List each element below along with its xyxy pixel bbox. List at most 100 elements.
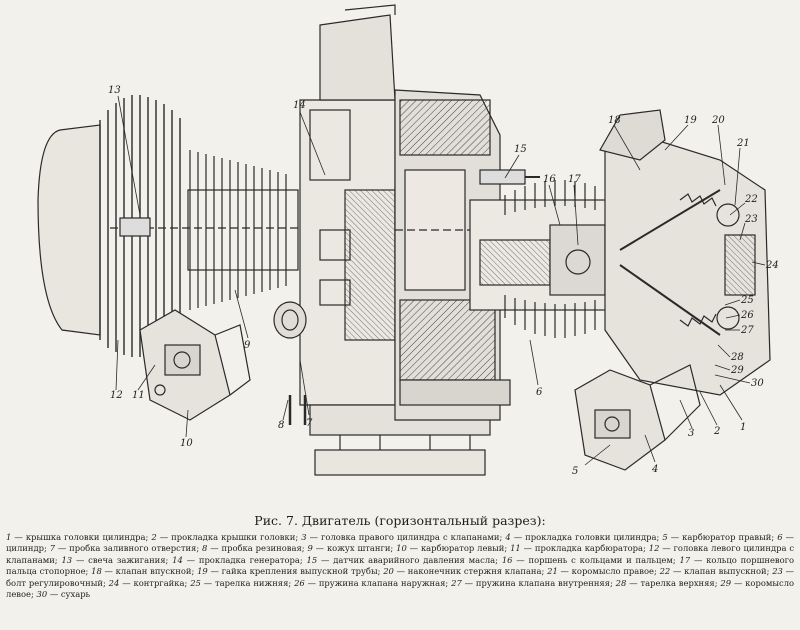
callout-3: 3 xyxy=(688,428,694,439)
legend-item-number: 18 xyxy=(91,566,102,577)
legend-item-number: 15 xyxy=(306,554,318,565)
engine-cross-section-figure: 13 14 15 16 17 18 19 20 21 22 23 24 25 2… xyxy=(37,4,779,477)
legend-item: 27 — пружина клапана внутренняя; xyxy=(451,577,613,588)
legend-item: 21 — коромысло правое; xyxy=(547,566,657,577)
legend-item: 5 — карбюратор правый; xyxy=(662,532,775,542)
callout-14: 14 xyxy=(293,100,306,111)
callout-4: 4 xyxy=(651,464,658,475)
callout-11: 11 xyxy=(132,390,145,401)
legend-item-number: 9 xyxy=(307,543,313,554)
callout-9: 9 xyxy=(244,340,251,351)
right-cylinder-fins xyxy=(504,180,596,338)
legend-item-number: 24 xyxy=(108,577,120,588)
figure-legend: 1 — крышка головки цилиндра; 2 — проклад… xyxy=(6,532,794,600)
legend-item-number: 20 xyxy=(383,566,394,577)
legend-item-number: 27 xyxy=(451,577,462,588)
callout-20: 20 xyxy=(711,115,725,126)
legend-item-number: 30 xyxy=(36,589,48,600)
legend-item: 6 — цилиндр; xyxy=(6,532,795,554)
callout-6: 6 xyxy=(536,387,543,398)
legend-item-text: тарелка нижняя; xyxy=(214,577,292,588)
legend-item: 18 — клапан впускной; xyxy=(91,566,195,577)
legend-item: 20 — наконечник стержня клапана; xyxy=(383,566,545,577)
right-head xyxy=(599,109,771,396)
legend-item-text: болт регулировочный; xyxy=(6,577,106,588)
callout-17: 17 xyxy=(568,174,581,185)
callout-12: 12 xyxy=(110,390,123,401)
legend-item-number: 16 xyxy=(501,554,513,565)
legend-item-number: 5 xyxy=(662,532,668,542)
legend-item-text: прокладка крышки головки; xyxy=(171,532,299,542)
engine-drawing: 13 14 15 16 17 18 19 20 21 22 23 24 25 2… xyxy=(37,4,779,477)
legend-item: 9 — кожух штанги; xyxy=(307,543,394,554)
legend-item: 23 — болт регулировочный; xyxy=(6,566,795,588)
callout-7: 7 xyxy=(306,418,313,429)
legend-item-text: свеча зажигания; xyxy=(88,554,169,565)
legend-item-text: пробка заливного отверстия; xyxy=(69,543,200,554)
legend-item: 2 — прокладка крышки головки; xyxy=(151,532,299,542)
crankcase-cutaway xyxy=(394,89,560,421)
legend-item-number: 17 xyxy=(679,554,691,565)
legend-item-number: 3 xyxy=(301,532,307,542)
legend-item-number: 7 xyxy=(49,543,56,554)
legend-item-number: 22 xyxy=(659,566,671,577)
callout-22: 22 xyxy=(744,194,758,205)
legend-item: 3 — головка правого цилиндра с клапанами… xyxy=(301,532,503,542)
legend-item: 24 — контргайка; xyxy=(108,577,188,588)
legend-item-number: 10 xyxy=(396,543,407,554)
callout-21: 21 xyxy=(736,138,750,149)
legend-item-number: 19 xyxy=(197,566,208,577)
legend-item: 19 — гайка крепления выпускной трубы; xyxy=(197,566,381,577)
legend-item: 14 — прокладка генератора; xyxy=(172,554,303,565)
callout-18: 18 xyxy=(608,115,621,126)
legend-item-number: 26 xyxy=(294,577,305,588)
callout-26: 26 xyxy=(740,310,754,321)
legend-item: 17 — кольцо поршневого пальца стопорное; xyxy=(6,554,795,577)
legend-item-number: 21 xyxy=(547,566,558,577)
legend-item-text: карбюратор левый; xyxy=(420,543,508,554)
legend-item-text: пробка резиновая; xyxy=(221,543,305,554)
left-carburetor xyxy=(139,309,251,421)
legend-item-text: кожух штанги; xyxy=(326,543,394,554)
legend-item-text: цилиндр; xyxy=(6,543,47,554)
legend-item-text: гайка крепления выпускной трубы; xyxy=(221,566,381,577)
oil-pressure-sensor xyxy=(479,169,540,185)
legend-item: 30 — сухарь xyxy=(36,589,91,600)
callout-16: 16 xyxy=(543,174,556,185)
right-cylinder xyxy=(469,180,611,338)
legend-item-text: прокладка головки цилиндра; xyxy=(525,532,660,542)
callout-27: 27 xyxy=(740,325,754,336)
legend-item: 29 — коромысло левое; xyxy=(6,577,795,600)
legend-item-number: 8 xyxy=(202,543,208,554)
callout-15: 15 xyxy=(514,144,527,155)
legend-item: 15 — датчик аварийного давления масла; xyxy=(306,554,498,565)
legend-item-text: головка правого цилиндра с клапанами; xyxy=(321,532,503,542)
callout-numbers: 13 14 15 16 17 18 19 20 21 22 23 24 25 2… xyxy=(108,85,779,477)
callout-25: 25 xyxy=(740,295,754,306)
legend-item-number: 11 xyxy=(510,543,521,554)
legend-item-text: поршень с кольцами и пальцем; xyxy=(528,554,676,565)
legend-item-number: 6 xyxy=(777,532,783,542)
callout-13: 13 xyxy=(108,85,121,96)
legend-item: 16 — поршень с кольцами и пальцем; xyxy=(501,554,676,565)
leader-lines xyxy=(115,95,766,466)
legend-item-text: карбюратор правый; xyxy=(682,532,775,542)
callout-28: 28 xyxy=(730,352,744,363)
legend-item-text: головка левого цилиндра с клапанами; xyxy=(6,543,795,565)
callout-2: 2 xyxy=(713,426,720,437)
legend-item-text: коромысло правое; xyxy=(571,566,657,577)
legend-item-number: 13 xyxy=(61,554,73,565)
legend-item-text: сухарь xyxy=(60,589,91,600)
legend-item-number: 29 xyxy=(720,577,732,588)
callout-24: 24 xyxy=(765,260,779,271)
left-cylinder-fins xyxy=(189,150,287,310)
legend-item-number: 4 xyxy=(505,532,511,542)
legend-item-number: 28 xyxy=(615,577,627,588)
callout-30: 30 xyxy=(751,378,764,389)
right-carburetor xyxy=(574,364,701,471)
callout-10: 10 xyxy=(180,438,193,449)
legend-item-text: контргайка; xyxy=(133,577,188,588)
legend-item-text: прокладка генератора; xyxy=(198,554,303,565)
legend-item-number: 14 xyxy=(172,554,183,565)
legend-item-text: кольцо поршневого пальца стопорное; xyxy=(6,554,795,577)
